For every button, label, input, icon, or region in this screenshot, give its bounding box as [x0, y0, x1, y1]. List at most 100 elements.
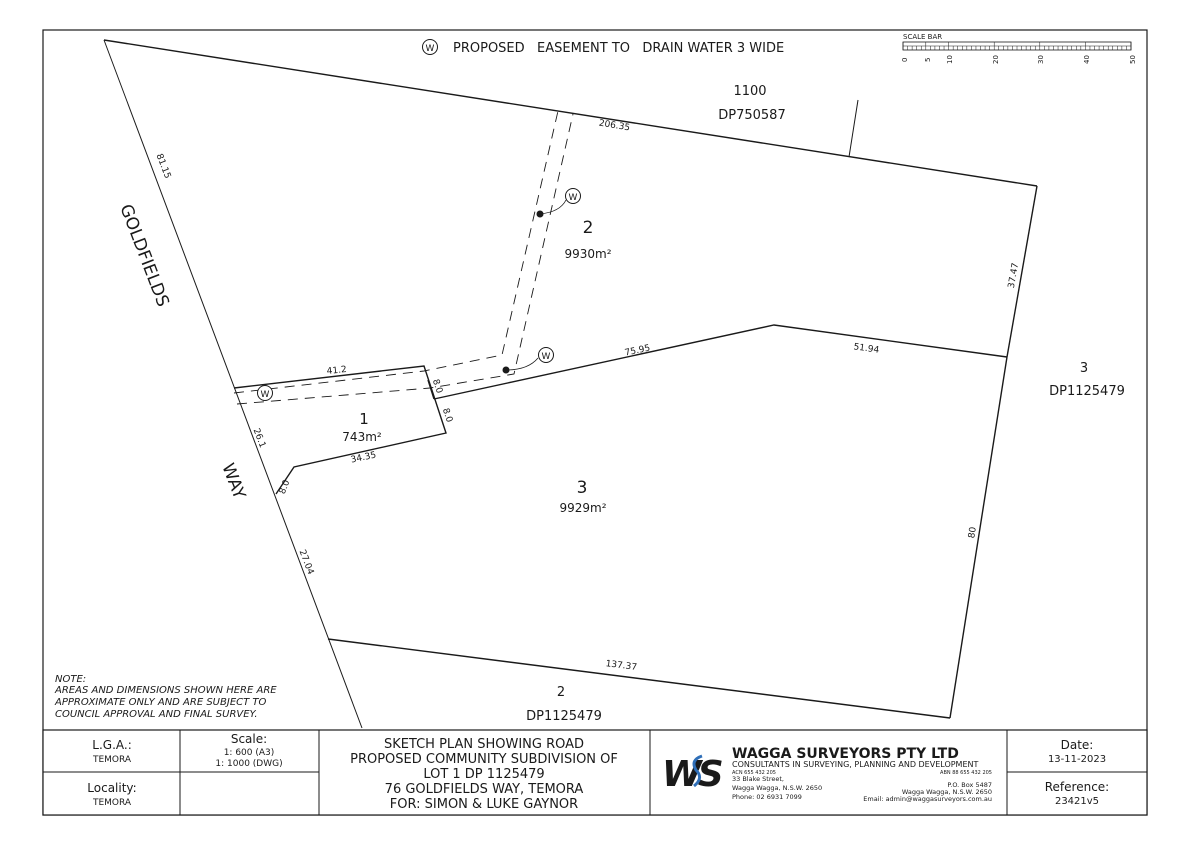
scale-tick-label: 40 — [1083, 55, 1091, 64]
lot-3-area: 9929m² — [559, 501, 606, 515]
lot-boundaries — [103, 39, 1038, 719]
north-boundary — [103, 39, 1038, 187]
neighbour-north-dp: DP750587 — [718, 108, 785, 123]
scale-tick-label: 20 — [992, 55, 1000, 64]
dim-lot1-south: 34.35 — [350, 450, 377, 465]
scale-line1: 1: 600 (A3) — [224, 748, 275, 758]
easement-markers: W W W — [257, 188, 581, 401]
east-boundary-bottom — [949, 356, 1008, 719]
lga-value: TEMORA — [92, 755, 132, 765]
dim-west-splay: 8.0 — [278, 479, 293, 496]
neighbour-north-lot: 1100 — [733, 84, 766, 99]
legend-symbol: W — [426, 44, 435, 54]
dim-south: 137.37 — [605, 659, 637, 673]
scale-bar-ticks — [902, 42, 1132, 50]
company-po-city: Wagga Wagga, N.S.W. 2650 — [902, 788, 992, 796]
reference-value: 23421v5 — [1055, 796, 1099, 807]
date-value: 13-11-2023 — [1048, 754, 1106, 765]
scale-bar-title: SCALE BAR — [903, 33, 942, 41]
neighbour-south-lot: 2 — [557, 685, 565, 700]
lot-labels: 2 9930m² 1 743m² 3 9929m² — [342, 218, 611, 515]
note-line: COUNCIL APPROVAL AND FINAL SURVEY. — [55, 709, 258, 720]
lot-3-number: 3 — [577, 478, 588, 498]
lot-2-number: 2 — [583, 218, 594, 238]
dim-mid-left: 75.95 — [624, 343, 651, 358]
neighbour-labels: 1100 DP750587 3 DP1125479 2 DP1125479 — [526, 84, 1125, 724]
company-tagline: CONSULTANTS IN SURVEYING, PLANNING AND D… — [732, 760, 979, 769]
dim-east-bottom: 80 — [967, 526, 979, 539]
title-block: L.G.A.: TEMORA Scale: 1: 600 (A3) 1: 100… — [42, 729, 1148, 816]
plan-title-line: PROPOSED COMMUNITY SUBDIVISION OF — [350, 752, 618, 767]
easement-symbol-icon — [538, 347, 554, 363]
title-block-grid — [43, 730, 1147, 815]
neighbour-witness-line — [848, 99, 859, 158]
lot-1-area: 743m² — [342, 430, 382, 444]
scale-bar-labels: 0 5 10 20 30 40 50 — [901, 55, 1137, 64]
lot1-boundary — [233, 365, 447, 495]
scale-tick-label: 30 — [1037, 55, 1045, 64]
company-email: Email: admin@waggasurveyors.com.au — [863, 795, 992, 803]
road-name-word1: GOLDFIELDS — [115, 202, 172, 310]
scale-tick-label: 10 — [946, 55, 954, 64]
dim-lot1-east-a: 8.0 — [430, 378, 444, 395]
east-boundary-top — [1006, 185, 1038, 358]
easement-symbol: W — [569, 193, 578, 203]
leader-line — [505, 357, 539, 371]
drainage-easement — [233, 110, 574, 405]
company-logo: WS — [662, 754, 726, 795]
reference-label: Reference: — [1045, 780, 1109, 794]
dim-lot1-east-b: 8.0 — [440, 407, 454, 424]
easement-line-inner — [233, 110, 559, 394]
road-boundary-line — [103, 39, 363, 729]
company-logo-mark: WS — [662, 754, 722, 795]
easement-symbol: W — [261, 390, 270, 400]
easement-symbol-icon — [257, 385, 273, 401]
south-boundary — [327, 638, 951, 719]
plan-title-line: 76 GOLDFIELDS WAY, TEMORA — [385, 782, 584, 797]
company-acn: ACN 655 432 205 — [732, 770, 776, 776]
plan-title-line: LOT 1 DP 1125479 — [423, 767, 544, 782]
note-line: APPROXIMATE ONLY AND ARE SUBJECT TO — [54, 697, 267, 708]
scale-line2: 1: 1000 (DWG) — [215, 759, 282, 769]
note-title: NOTE: — [55, 674, 86, 685]
dim-lot1-north: 41.2 — [326, 365, 347, 377]
date-label: Date: — [1061, 738, 1094, 752]
company-city: Wagga Wagga, N.S.W. 2650 — [732, 784, 822, 792]
company-po-box: P.O. Box 5487 — [947, 781, 992, 789]
easement-symbol-icon — [565, 188, 581, 204]
dim-west-top: 81.15 — [154, 152, 173, 180]
company-abn: ABN 88 655 432 205 — [940, 770, 992, 776]
easement-symbol: W — [542, 352, 551, 362]
dim-east-top: 37.47 — [1007, 262, 1021, 289]
company-block: WS WAGGA SURVEYORS PTY LTD CONSULTANTS I… — [662, 746, 992, 803]
lga-label: L.G.A.: — [92, 738, 131, 752]
dimension-labels: 81.15 206.35 37.47 75.95 51.94 80 137.37… — [154, 119, 1022, 673]
easement-symbol-icon — [422, 39, 438, 55]
scale-bar: SCALE BAR 0 5 10 20 30 40 50 — [901, 33, 1137, 64]
scale-tick-label: 0 — [901, 58, 909, 62]
scale-tick-label: 50 — [1129, 55, 1137, 64]
locality-value: TEMORA — [92, 798, 132, 808]
dim-north: 206.35 — [598, 119, 631, 134]
legend-text: PROPOSED EASEMENT TO DRAIN WATER 3 WIDE — [453, 41, 784, 56]
lot1-access-line — [427, 379, 435, 400]
neighbour-east-dp: DP1125479 — [1049, 384, 1125, 399]
road-name-word2: WAY — [217, 461, 249, 503]
logo-swoosh-icon — [692, 754, 703, 788]
plan-title-line: FOR: SIMON & LUKE GAYNOR — [390, 797, 578, 812]
leader-line — [539, 199, 567, 215]
lot-2-area: 9930m² — [564, 247, 611, 261]
scale-label: Scale: — [231, 732, 267, 746]
company-phone: Phone: 02 6931 7099 — [732, 793, 802, 801]
plan-title-line: SKETCH PLAN SHOWING ROAD — [384, 737, 584, 752]
note: NOTE: AREAS AND DIMENSIONS SHOWN HERE AR… — [54, 674, 277, 720]
locality-label: Locality: — [87, 781, 136, 795]
company-name: WAGGA SURVEYORS PTY LTD — [732, 746, 959, 762]
scale-tick-label: 5 — [924, 58, 932, 62]
lot-1-number: 1 — [359, 410, 369, 428]
easement-line-outer — [236, 113, 574, 405]
neighbour-east-lot: 3 — [1080, 361, 1088, 376]
dim-mid-right: 51.94 — [853, 342, 880, 356]
legend: W PROPOSED EASEMENT TO DRAIN WATER 3 WID… — [422, 39, 784, 56]
